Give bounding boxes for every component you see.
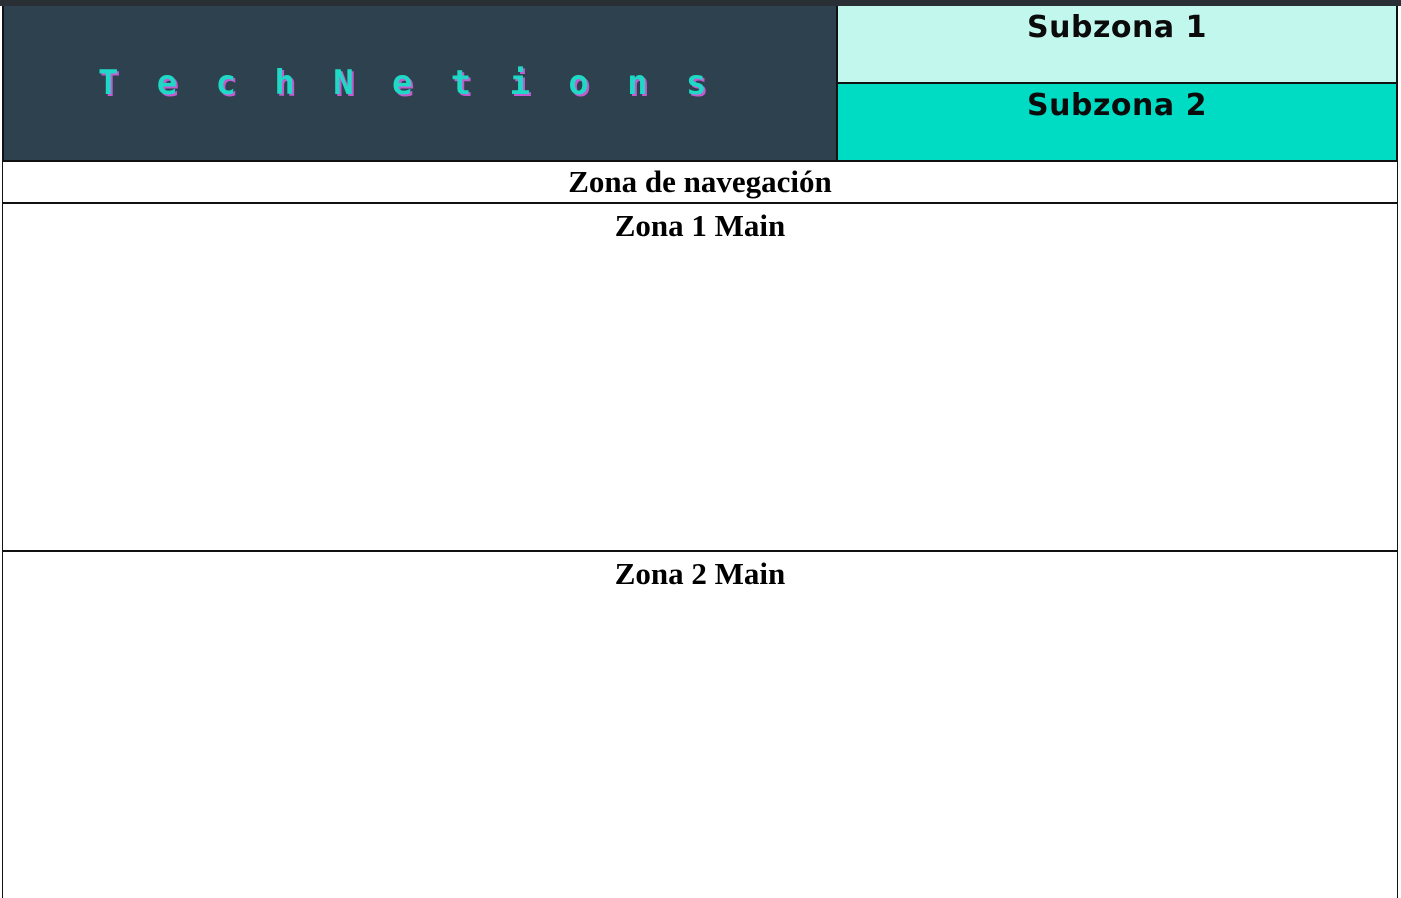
logo-letter: s	[685, 63, 707, 103]
subzone-1: Subzona 1	[838, 6, 1396, 84]
main-zone-1: Zona 1 Main	[2, 204, 1398, 552]
header: T e c h N e t i o n s Subzona 1 Subzona …	[2, 6, 1398, 162]
logo-letter: N	[333, 63, 354, 103]
main-zone-1-title: Zona 1 Main	[614, 208, 786, 243]
logo-letter: i	[509, 63, 531, 103]
logo[interactable]: T e c h N e t i o n s	[98, 66, 745, 100]
logo-letter: e	[391, 63, 413, 103]
logo-letter: n	[627, 63, 648, 103]
subzones: Subzona 1 Subzona 2	[838, 6, 1398, 160]
logo-area: T e c h N e t i o n s	[2, 6, 838, 160]
logo-letter: c	[215, 63, 237, 103]
main-zone-2: Zona 2 Main	[2, 552, 1398, 898]
subzone-2-label: Subzona 2	[1027, 88, 1207, 123]
subzone-1-label: Subzona 1	[1027, 10, 1207, 45]
logo-letter: T	[98, 63, 119, 103]
logo-letter: t	[450, 63, 472, 103]
logo-letter: o	[568, 63, 589, 103]
logo-letter: e	[156, 63, 178, 103]
logo-letter: h	[274, 63, 295, 103]
navigation-zone-title: Zona de navegación	[568, 164, 832, 199]
subzone-2: Subzona 2	[838, 84, 1396, 160]
navigation-zone: Zona de navegación	[2, 162, 1398, 204]
main-zone-2-title: Zona 2 Main	[614, 556, 786, 591]
